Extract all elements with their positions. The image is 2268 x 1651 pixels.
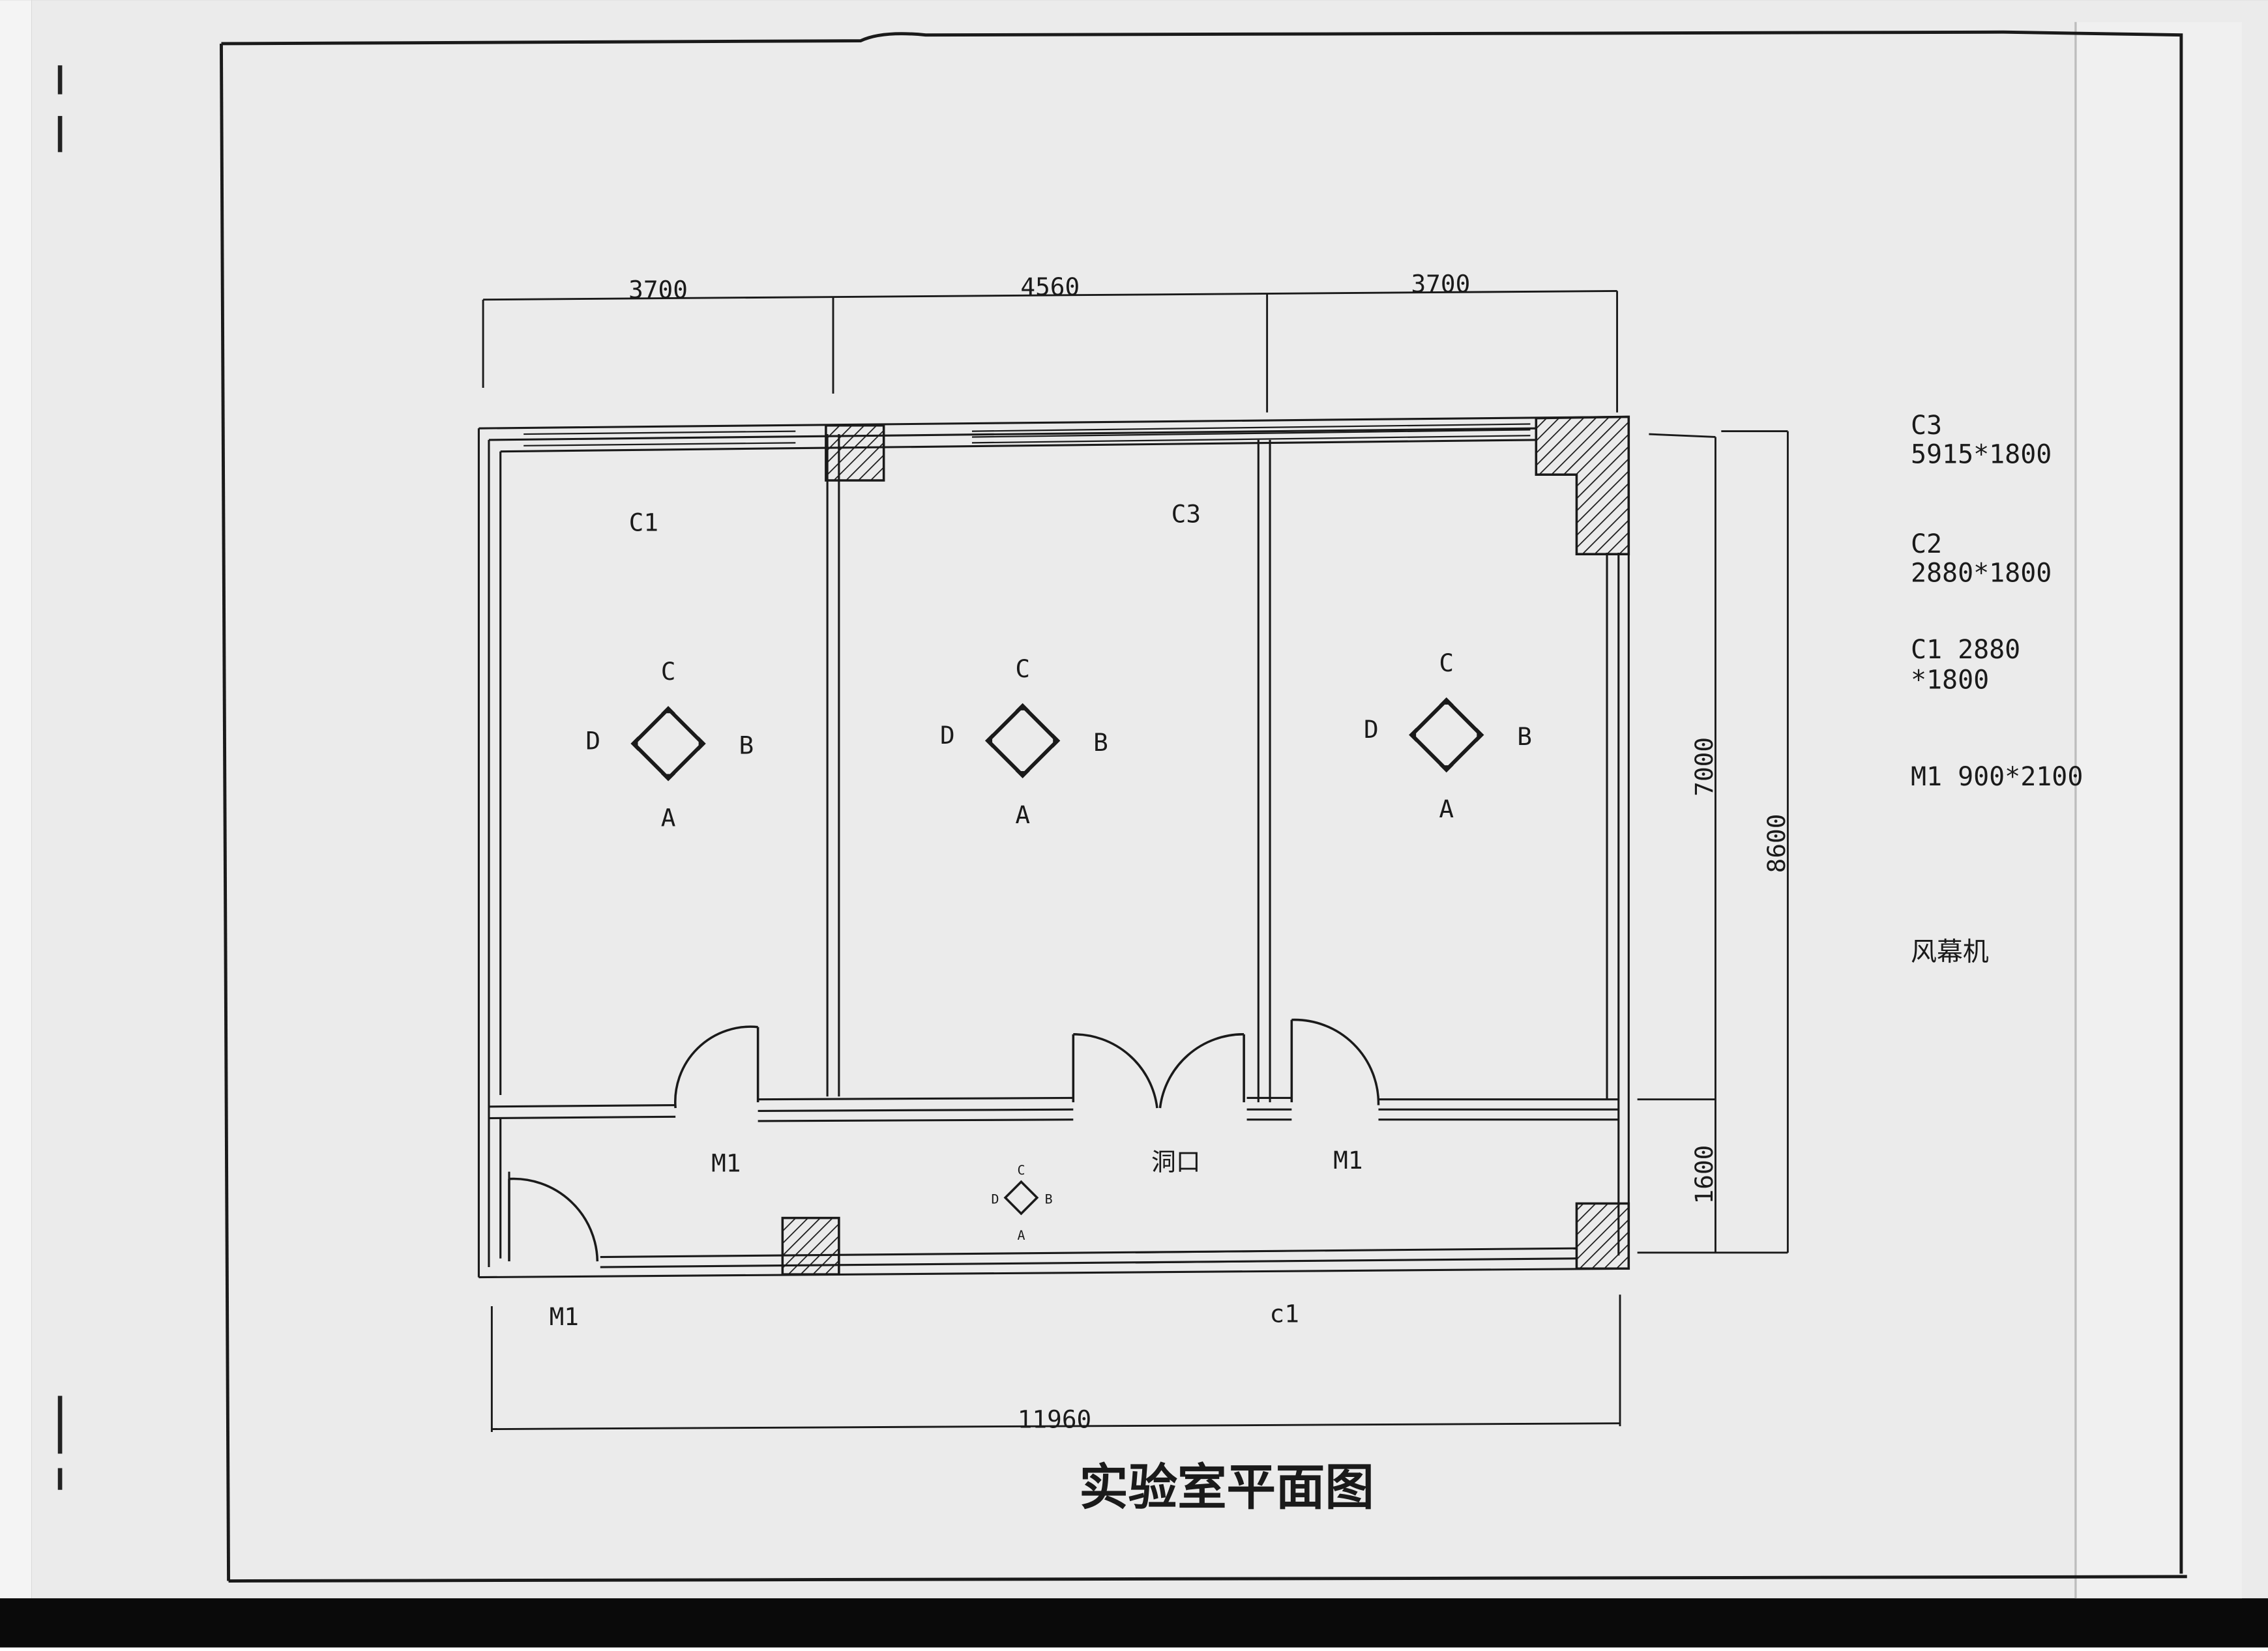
legend-size-3: *1800 bbox=[1911, 665, 1989, 695]
compass-a: A bbox=[661, 803, 676, 832]
legend: C3 5915*1800 C2 2880*1800 C1 2880 *1800 … bbox=[1911, 411, 2083, 967]
compass-c: C bbox=[1015, 654, 1030, 683]
label-corridor-door-left: M1 bbox=[711, 1149, 741, 1178]
label-room2-window: C3 bbox=[1171, 499, 1201, 528]
dim-top-middle: 4560 bbox=[1020, 272, 1080, 301]
compass-d: D bbox=[1364, 715, 1379, 744]
compass-marker-icon bbox=[1003, 1180, 1039, 1216]
drawing-title: 实验室平面图 bbox=[1079, 1458, 1374, 1516]
compass-b: B bbox=[1517, 722, 1532, 751]
compass-c: C bbox=[1439, 649, 1454, 677]
legend-code-1: C3 bbox=[1911, 411, 1942, 441]
drawing-frame bbox=[220, 30, 2187, 1583]
compass-b: B bbox=[1093, 728, 1108, 757]
structural-columns bbox=[781, 415, 1630, 1276]
interior-walls bbox=[488, 434, 1619, 1259]
legend-note: 风幕机 bbox=[1911, 937, 1989, 967]
compass-d: D bbox=[585, 727, 600, 755]
legend-code-2: C2 bbox=[1911, 529, 1942, 559]
compass-d: D bbox=[940, 721, 955, 750]
compass-a: A bbox=[1015, 800, 1030, 829]
compass-b: B bbox=[1045, 1191, 1053, 1206]
dim-bottom-total: 11960 bbox=[1018, 1405, 1092, 1433]
compass-c: C bbox=[1017, 1162, 1025, 1178]
paper-left-margin bbox=[0, 0, 32, 1599]
legend-size-2: 2880*1800 bbox=[1911, 558, 2052, 588]
element-labels: C1 C3 M1 洞口 M1 M1 c1 bbox=[550, 499, 1363, 1330]
compass-room1: C B A D bbox=[585, 657, 754, 832]
compass-b: B bbox=[739, 731, 754, 759]
legend-code-3: C1 2880 bbox=[1911, 635, 2020, 665]
compass-room3: C B A D bbox=[1364, 649, 1532, 823]
dim-right-inner: 7000 bbox=[1690, 737, 1718, 796]
label-corridor-door-right: M1 bbox=[1333, 1146, 1362, 1175]
dim-top-left: 3700 bbox=[628, 275, 688, 304]
label-entrance-door: M1 bbox=[550, 1302, 579, 1331]
legend-size-1: 5915*1800 bbox=[1911, 439, 2052, 469]
compass-a: A bbox=[1017, 1227, 1025, 1243]
label-bottom-window: c1 bbox=[1270, 1299, 1299, 1328]
paper bbox=[31, 0, 2268, 1599]
binding-holes bbox=[57, 65, 63, 1490]
compass-room2: C B A D bbox=[940, 654, 1108, 829]
compass-d: D bbox=[991, 1191, 999, 1206]
label-room1-window: C1 bbox=[629, 508, 658, 537]
label-opening: 洞口 bbox=[1151, 1147, 1200, 1176]
windows bbox=[523, 423, 1531, 1264]
dimension-labels: 3700 4560 3700 11960 7000 1600 8600 bbox=[628, 270, 1791, 1434]
dimension-lines bbox=[482, 289, 1789, 1432]
compass-c: C bbox=[661, 657, 676, 686]
compass-corridor: C B A D bbox=[991, 1162, 1052, 1243]
paper-overlap-strip bbox=[2075, 22, 2243, 1599]
outer-walls bbox=[477, 415, 1630, 1279]
compass-a: A bbox=[1439, 795, 1454, 823]
dim-top-right: 3700 bbox=[1411, 270, 1470, 299]
door-swings bbox=[508, 1018, 1380, 1262]
legend-code-4: M1 900*2100 bbox=[1911, 762, 2083, 792]
dim-right-lower: 1600 bbox=[1690, 1145, 1718, 1205]
dim-right-outer: 8600 bbox=[1762, 814, 1791, 873]
